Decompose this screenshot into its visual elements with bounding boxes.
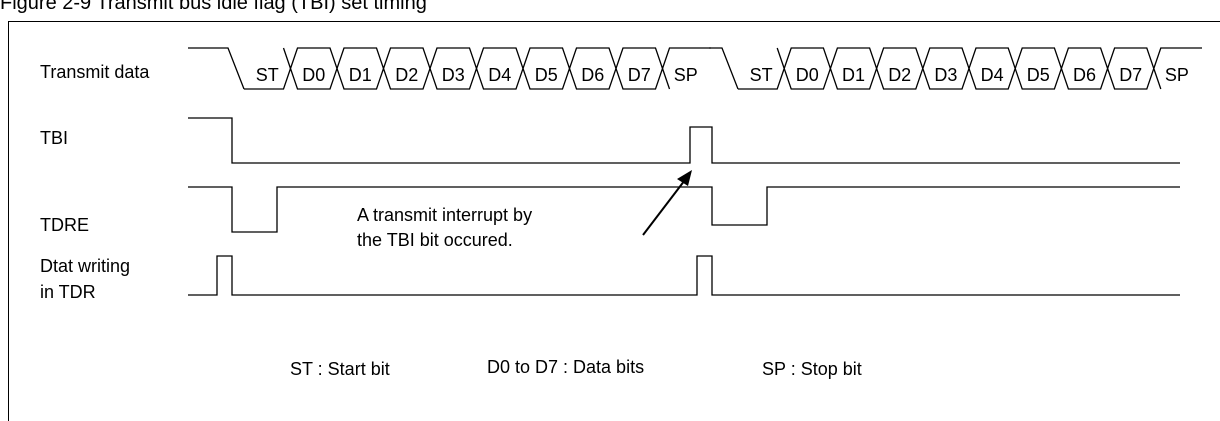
frame-1-cross-0 bbox=[282, 47, 292, 69]
legend-data-bits: D0 to D7 : Data bits bbox=[487, 357, 644, 377]
frame-2-label-D5: D5 bbox=[1027, 65, 1050, 85]
interrupt-arrow bbox=[642, 175, 689, 236]
frame-2-label-D2: D2 bbox=[888, 65, 911, 85]
frame-1-label-D5: D5 bbox=[535, 65, 558, 85]
frame-1-label-D2: D2 bbox=[395, 65, 418, 85]
frame-1-label-D6: D6 bbox=[581, 65, 604, 85]
frame-2-label-D6: D6 bbox=[1073, 65, 1096, 85]
frame-1-label-D7: D7 bbox=[628, 65, 651, 85]
label-tdre: TDRE bbox=[40, 215, 89, 235]
frame-2-bit-SP bbox=[1153, 47, 1202, 69]
frame-2-label-SP: SP bbox=[1165, 65, 1189, 85]
frame-2-label-D7: D7 bbox=[1119, 65, 1142, 85]
legend-stop-bit: SP : Stop bit bbox=[762, 359, 862, 379]
frame-1-label-D4: D4 bbox=[488, 65, 511, 85]
annotation-line2: the TBI bit occured. bbox=[357, 230, 513, 250]
annotation-line1: A transmit interrupt by bbox=[357, 205, 532, 225]
frame-2-label-D1: D1 bbox=[842, 65, 865, 85]
frame-1-bit-SP bbox=[661, 47, 711, 69]
timing-diagram: Transmit data TBI TDRE Dtat writing in T… bbox=[40, 47, 1202, 379]
frame-1-label-ST: ST bbox=[256, 65, 279, 85]
frame-2-label-ST: ST bbox=[750, 65, 773, 85]
frame-2-label-D3: D3 bbox=[934, 65, 957, 85]
frame-2-label-D4: D4 bbox=[981, 65, 1004, 85]
label-data-writing-line1: Dtat writing bbox=[40, 256, 130, 276]
frame-1-bit-ST bbox=[244, 68, 292, 90]
idle-line-2 bbox=[709, 47, 739, 90]
frame-1-stop-edge bbox=[661, 68, 671, 90]
interrupt-arrow-head bbox=[677, 170, 692, 186]
frame-2-cross-0 bbox=[776, 47, 785, 69]
label-tbi: TBI bbox=[40, 128, 68, 148]
frame-1-label-D0: D0 bbox=[302, 65, 325, 85]
diagram-frame bbox=[8, 21, 1220, 421]
tbi-waveform bbox=[188, 117, 1180, 164]
label-transmit-data: Transmit data bbox=[40, 62, 150, 82]
frame-2-label-D0: D0 bbox=[796, 65, 819, 85]
transmit-data-waveform: ST D0 D1 D2 D3 D4 D5 D6 D7 SP ST D0 D1 D2 D3 D4 D5 D6 D7 SP bbox=[188, 47, 1202, 90]
frame-1-label-D3: D3 bbox=[442, 65, 465, 85]
frame-1-label-SP: SP bbox=[674, 65, 698, 85]
frame-2-stop-edge bbox=[1153, 68, 1162, 90]
frame-1-label-D1: D1 bbox=[349, 65, 372, 85]
tdr-write-waveform bbox=[188, 255, 1180, 296]
legend-start-bit: ST : Start bit bbox=[290, 359, 390, 379]
figure-title: Figure 2-9 Transmit bus idle flag (TBI) … bbox=[0, 0, 427, 14]
label-data-writing-line2: in TDR bbox=[40, 282, 96, 302]
frame-2-bit-ST bbox=[738, 68, 785, 90]
tdre-waveform bbox=[188, 186, 1180, 233]
idle-line-1 bbox=[188, 47, 245, 90]
